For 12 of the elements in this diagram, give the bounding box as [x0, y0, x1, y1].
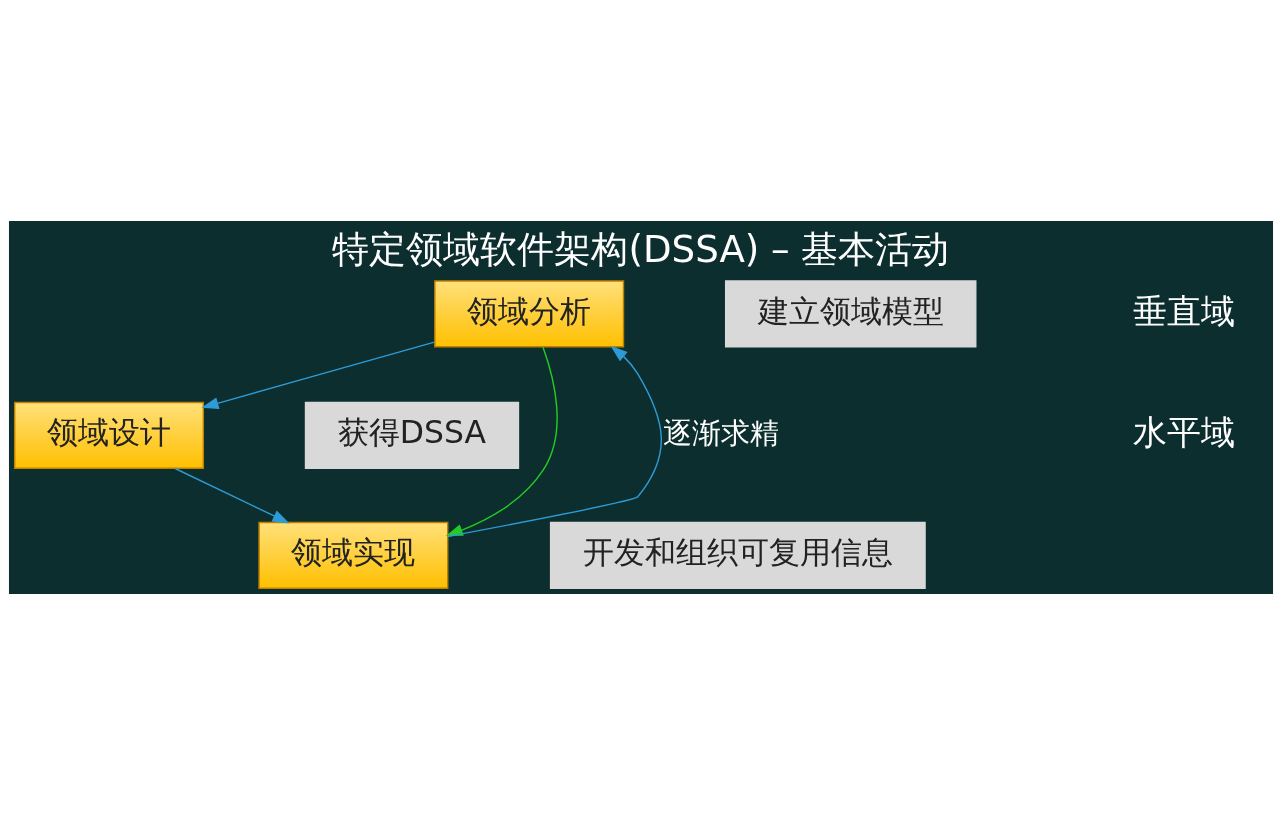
node-box: 领域实现: [258, 521, 449, 589]
node-box: 开发和组织可复用信息: [549, 521, 926, 589]
label: 水平域: [1132, 411, 1235, 452]
arrow: [201, 340, 436, 409]
node-box: 获得DSSA: [304, 401, 520, 469]
node-box: 领域分析: [434, 279, 625, 347]
node-box: 领域设计: [13, 401, 205, 469]
edge-label: 逐渐求精: [662, 415, 779, 450]
label: 垂直域: [1132, 290, 1235, 331]
node-box: 建立领域模型: [724, 279, 977, 347]
arrow: [174, 467, 290, 523]
diagram-title: 特定领域软件架构(DSSA) – 基本活动: [332, 227, 950, 271]
